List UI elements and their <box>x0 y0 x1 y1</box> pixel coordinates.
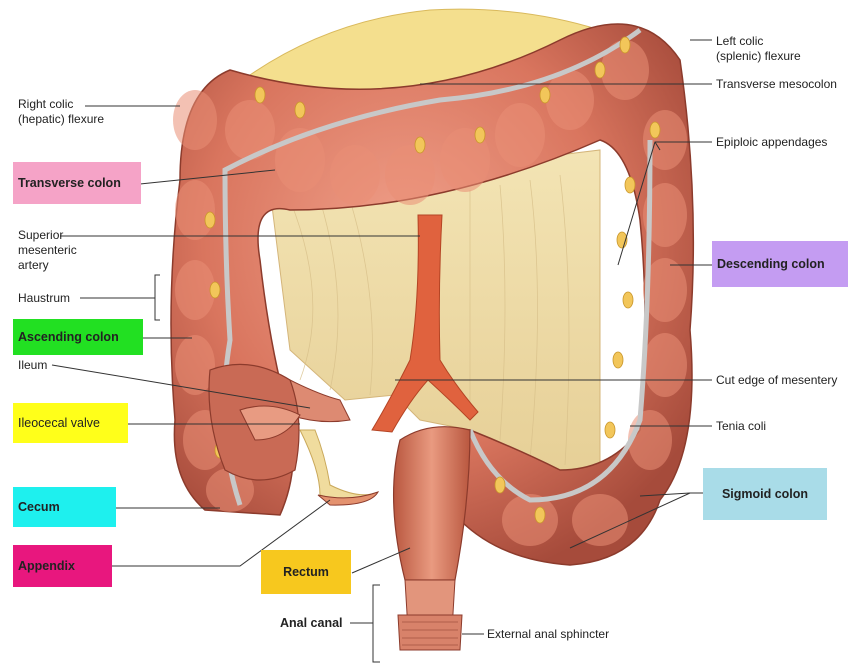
label-external-anal-sphincter: External anal sphincter <box>487 627 609 642</box>
label-descending-colon: Descending colon <box>712 241 848 287</box>
appendix <box>300 430 378 499</box>
label-ileum: Ileum <box>18 358 47 373</box>
label-ascending-colon: Ascending colon <box>13 319 143 355</box>
label-anal-canal: Anal canal <box>280 616 343 630</box>
rectum <box>394 427 470 580</box>
label-right-colic-flexure: Right colic (hepatic) flexure <box>18 97 104 127</box>
label-rectum: Rectum <box>261 550 351 594</box>
label-ileocecal-valve: Ileocecal valve <box>13 403 128 443</box>
label-left-colic-flexure: Left colic (splenic) flexure <box>716 34 801 64</box>
label-superior-mesenteric-artery: Superior mesenteric artery <box>18 228 77 273</box>
label-haustrum: Haustrum <box>18 291 70 306</box>
label-appendix: Appendix <box>13 545 112 587</box>
label-transverse-colon: Transverse colon <box>13 162 141 204</box>
label-tenia-coli: Tenia coli <box>716 419 766 434</box>
label-cut-edge-of-mesentery: Cut edge of mesentery <box>716 373 837 388</box>
label-sigmoid-colon: Sigmoid colon <box>703 468 827 520</box>
label-cecum: Cecum <box>13 487 116 527</box>
label-transverse-mesocolon: Transverse mesocolon <box>716 77 837 92</box>
label-epiploic-appendages: Epiploic appendages <box>716 135 827 150</box>
